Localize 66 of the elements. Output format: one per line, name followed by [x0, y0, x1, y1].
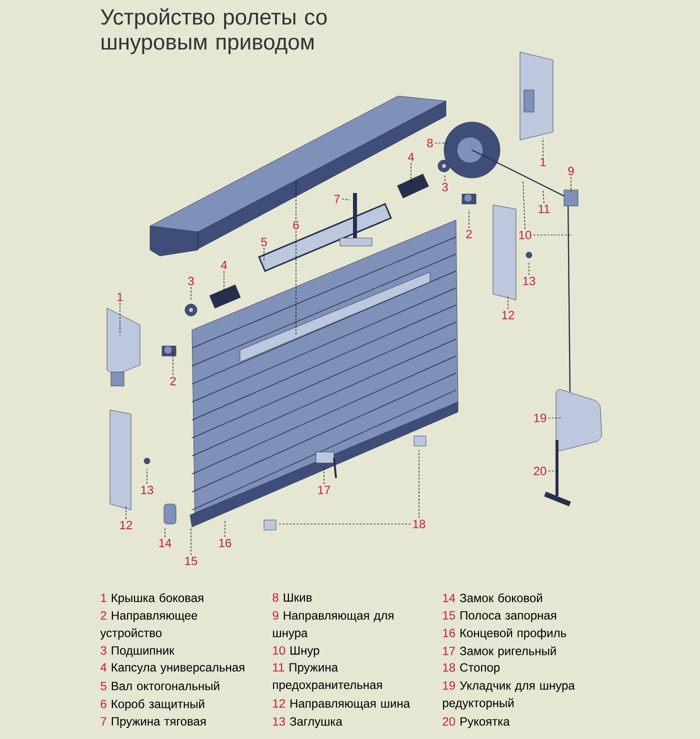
leader-line — [533, 234, 572, 236]
list-item: 20 Рукоятка — [442, 717, 510, 728]
callout-number: 2 — [466, 230, 472, 238]
leader-line — [528, 262, 530, 276]
callout-number: 1 — [540, 158, 546, 166]
callout-number: 18 — [413, 520, 426, 528]
list-item: 7 Пружина тяговая — [100, 717, 206, 728]
callout-number: 7 — [334, 194, 340, 204]
leader-line — [542, 138, 544, 156]
list-item: 16 Концевой профиль — [443, 628, 566, 640]
callout-number: 13 — [141, 486, 154, 494]
callout-number: 11 — [538, 204, 550, 214]
leader-line — [444, 174, 446, 182]
leader-line — [570, 176, 572, 192]
list-item: 12 Направляющая шина — [273, 699, 410, 710]
callout-number: 4 — [220, 260, 227, 270]
callout-number: 9 — [568, 166, 574, 176]
callout-number: 14 — [159, 538, 172, 548]
callout-number: 3 — [442, 182, 448, 192]
list-item: 8 Шкив — [272, 593, 312, 602]
leader-line — [410, 162, 412, 184]
callout-number: 12 — [120, 520, 132, 530]
callout-number: 16 — [219, 538, 232, 548]
leader-line — [190, 286, 192, 302]
leader-line — [164, 528, 166, 538]
leader-line — [146, 468, 148, 484]
callout-number: 19 — [534, 414, 546, 422]
list-item: 18 Стопор — [443, 663, 500, 674]
callout-number: 17 — [318, 486, 330, 494]
leader-line — [548, 470, 558, 472]
list-item: 2 Направляющее устройство — [100, 611, 198, 640]
title: Устройство ролеты со шнуровым приводом — [100, 8, 327, 54]
callout-number: 6 — [293, 220, 299, 230]
leader-line — [172, 350, 174, 376]
list-item: 10 Шнур — [273, 646, 320, 658]
list-item: 1 Крышка боковая — [101, 593, 204, 604]
list-item: 3 Подшипник — [100, 646, 174, 657]
callout-number: 12 — [502, 310, 514, 320]
callout-number: 8 — [427, 138, 433, 148]
list-item: 9 Направляющая для шнура — [272, 611, 394, 640]
leader-line — [342, 198, 350, 200]
list-item: 4 Капсула универсальная — [100, 663, 244, 674]
list-item: 19 Укладчик для шнура редукторный — [442, 681, 575, 710]
callout-number: 1 — [118, 292, 123, 302]
leader-line — [468, 210, 470, 228]
callout-number: 15 — [185, 556, 198, 566]
leader-line — [190, 526, 192, 556]
leader-line — [224, 520, 226, 538]
list-item: 17 Замок ригельный — [443, 646, 556, 658]
callout-number: 13 — [523, 276, 536, 286]
leader-line — [434, 142, 450, 144]
callout-number: 5 — [261, 238, 267, 246]
list-item: 14 Замок боковой — [443, 593, 542, 602]
callout-number: 2 — [170, 376, 176, 386]
leader-line — [418, 450, 420, 518]
callout-number: 4 — [408, 152, 414, 162]
list-item: 6 Короб защитный — [100, 699, 204, 711]
leader-line — [542, 190, 544, 204]
leader-line — [522, 180, 526, 230]
list-item: 5 Вал октогональный — [100, 681, 220, 690]
callout-number: 20 — [534, 466, 546, 476]
list-item: 13 Заглушка — [273, 717, 342, 728]
callout-number: 10 — [519, 230, 532, 240]
list-item: 11 Пружина предохранительная — [273, 663, 382, 692]
list-item: 15 Полоса запорная — [443, 611, 556, 622]
callout-number: 3 — [188, 276, 194, 286]
